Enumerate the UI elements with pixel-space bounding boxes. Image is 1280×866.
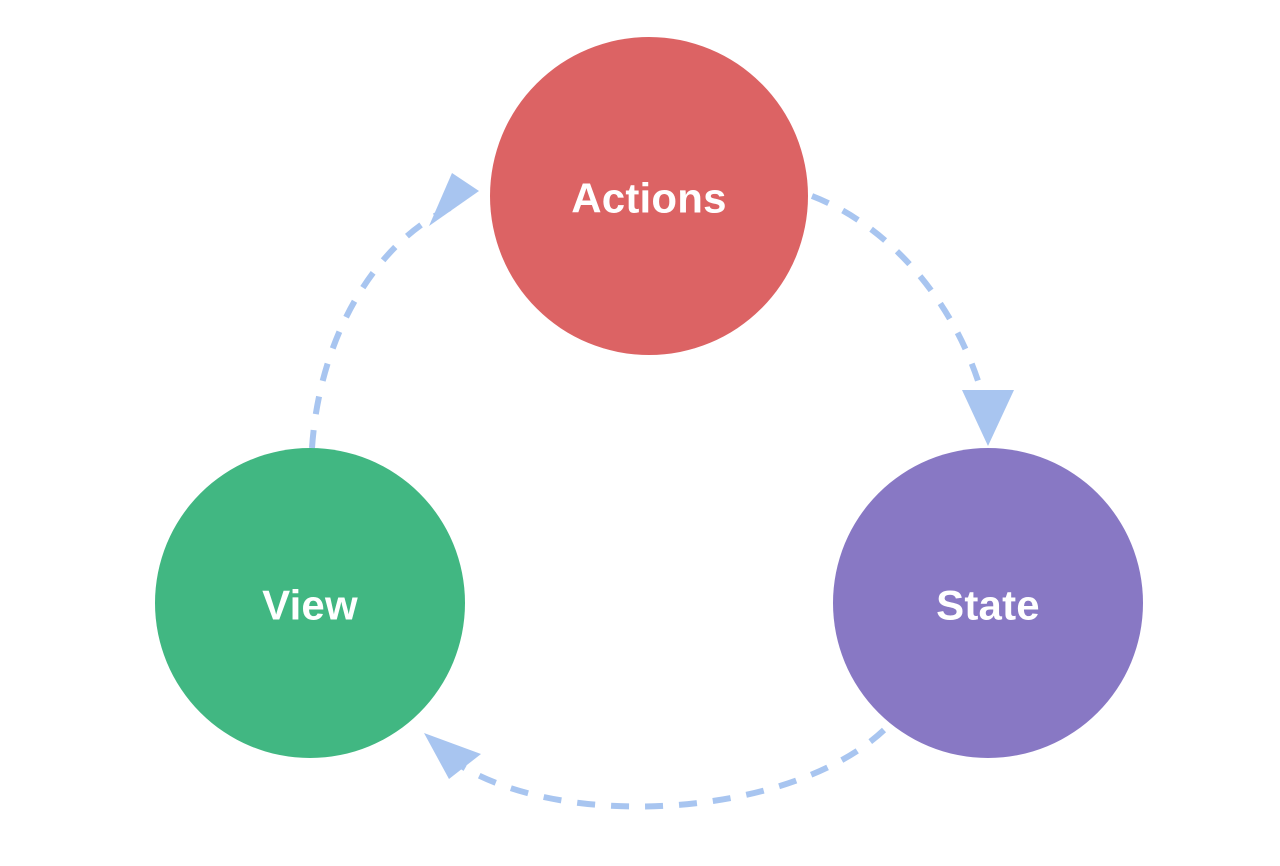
edge-actions-to-state bbox=[810, 193, 1014, 446]
node-actions[interactable]: Actions bbox=[490, 37, 808, 355]
node-actions-circle[interactable] bbox=[490, 37, 808, 355]
node-state[interactable]: State bbox=[833, 448, 1143, 758]
edge-view-to-actions bbox=[309, 173, 479, 449]
arrowhead-into-view bbox=[424, 733, 481, 779]
node-state-label: State bbox=[936, 582, 1040, 629]
edge-state-to-view bbox=[424, 727, 887, 810]
node-view-label: View bbox=[262, 582, 358, 629]
edge-actions-to-state-line bbox=[810, 193, 991, 419]
arrowhead-into-state bbox=[962, 390, 1014, 446]
edge-state-to-view-line bbox=[453, 727, 887, 810]
node-state-circle[interactable] bbox=[833, 448, 1143, 758]
node-actions-label: Actions bbox=[571, 175, 726, 222]
node-view[interactable]: View bbox=[155, 448, 465, 758]
node-view-circle[interactable] bbox=[155, 448, 465, 758]
edge-view-to-actions-line bbox=[309, 205, 452, 449]
arrowhead-into-actions bbox=[429, 173, 479, 226]
